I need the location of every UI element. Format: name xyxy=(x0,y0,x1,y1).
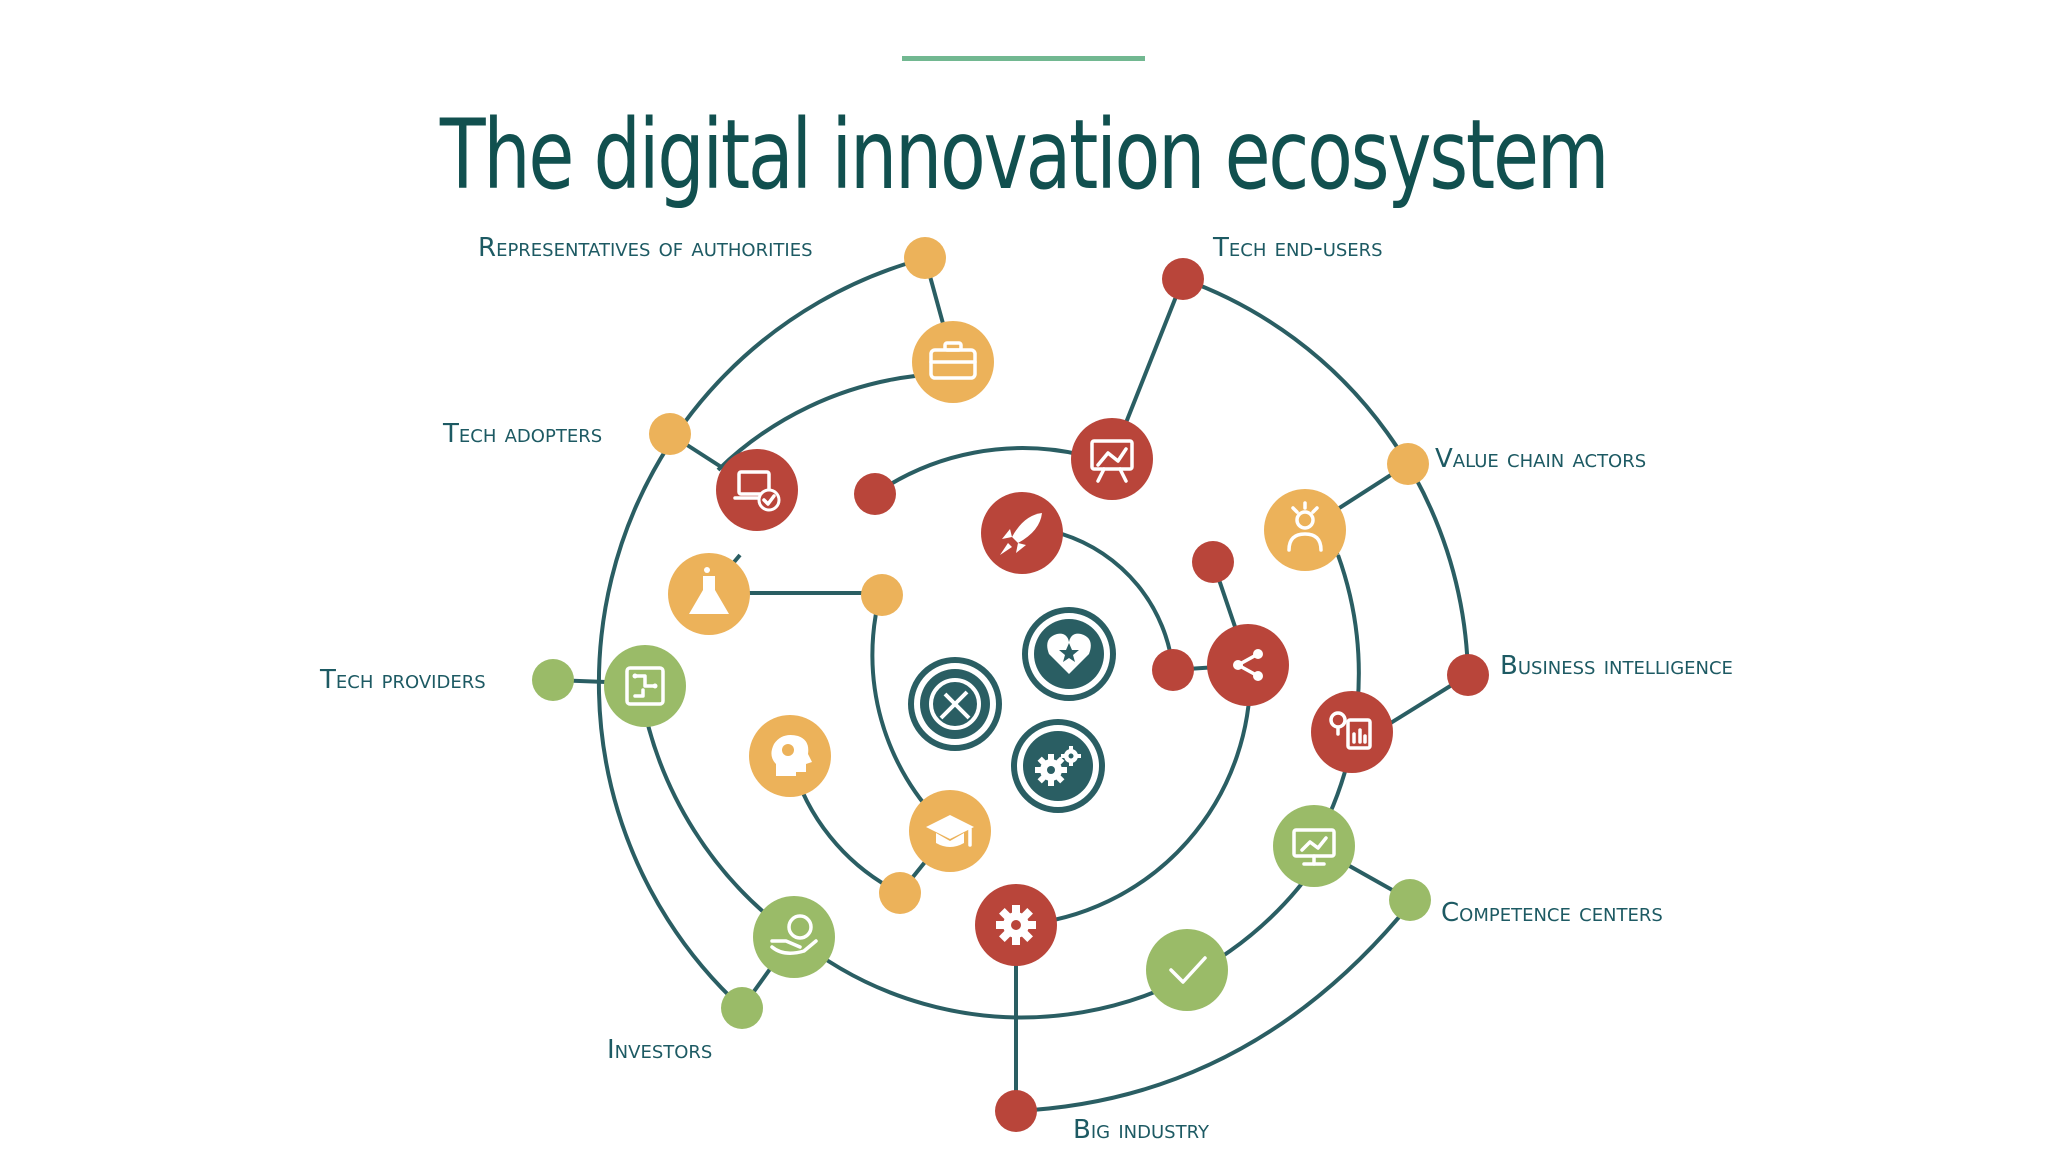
rocket-icon xyxy=(981,492,1063,574)
briefcase-icon xyxy=(912,321,994,403)
label-big-industry: Big industry xyxy=(1073,1115,1210,1145)
label-competence: Competence centers xyxy=(1441,898,1663,928)
dot-business xyxy=(1447,654,1489,696)
dot-end-users xyxy=(1162,258,1204,300)
label-adopters: Tech adopters xyxy=(442,419,602,449)
dot-providers xyxy=(532,659,574,701)
labels: Representatives of authorities Tech end-… xyxy=(319,233,1733,1145)
dot-share-left xyxy=(1152,649,1194,691)
dot-grad-end xyxy=(879,872,921,914)
checkmark-icon xyxy=(1146,929,1228,1011)
dot-investors xyxy=(721,987,763,1029)
heart-star-icon xyxy=(1022,607,1116,701)
presentation-icon xyxy=(1071,418,1153,500)
graduation-cap-icon xyxy=(909,790,991,872)
accent-bar xyxy=(902,56,1145,61)
label-authorities: Representatives of authorities xyxy=(478,233,813,263)
dot-flask-end xyxy=(861,574,903,616)
dot-inner-red xyxy=(854,473,896,515)
dots xyxy=(532,237,1489,1132)
rings xyxy=(596,256,1470,1113)
laptop-check-icon xyxy=(716,449,798,531)
ring-bottom xyxy=(1015,902,1412,1113)
label-investors: Investors xyxy=(607,1035,712,1065)
label-end-users: Tech end-users xyxy=(1212,233,1383,263)
money-hand-icon xyxy=(753,896,835,978)
dot-value-chain xyxy=(1387,443,1429,485)
fork-knife-icon xyxy=(908,657,1002,751)
dot-adopters xyxy=(649,413,691,455)
share-icon xyxy=(1207,624,1289,706)
label-business: Business intelligence xyxy=(1500,651,1733,681)
page-title: The digital innovation ecosystem xyxy=(439,99,1610,211)
dot-share-top xyxy=(1192,541,1234,583)
ring-outer xyxy=(596,256,927,1010)
head-idea-icon xyxy=(749,715,831,797)
dot-authorities xyxy=(904,237,946,279)
ring-second-d xyxy=(793,843,1331,1020)
gear-icon xyxy=(975,884,1057,966)
circuit-board-icon xyxy=(604,645,686,727)
flask-icon xyxy=(668,553,750,635)
lightbulb-report-icon xyxy=(1311,691,1393,773)
ring-third xyxy=(873,446,1083,496)
dot-competence xyxy=(1389,879,1431,921)
ring-outer-right xyxy=(1182,277,1470,676)
dot-big-industry xyxy=(995,1090,1037,1132)
ring-third-b xyxy=(1019,664,1253,927)
lightbulb-person-icon xyxy=(1264,489,1346,571)
gears-icon xyxy=(1011,719,1105,813)
label-value-chain: Value chain actors xyxy=(1435,444,1646,474)
connectors xyxy=(552,257,1470,1111)
monitor-chart-icon xyxy=(1273,805,1355,887)
ring-rocket xyxy=(1061,532,1175,671)
ring-second xyxy=(716,374,916,472)
label-providers: Tech providers xyxy=(319,665,486,695)
